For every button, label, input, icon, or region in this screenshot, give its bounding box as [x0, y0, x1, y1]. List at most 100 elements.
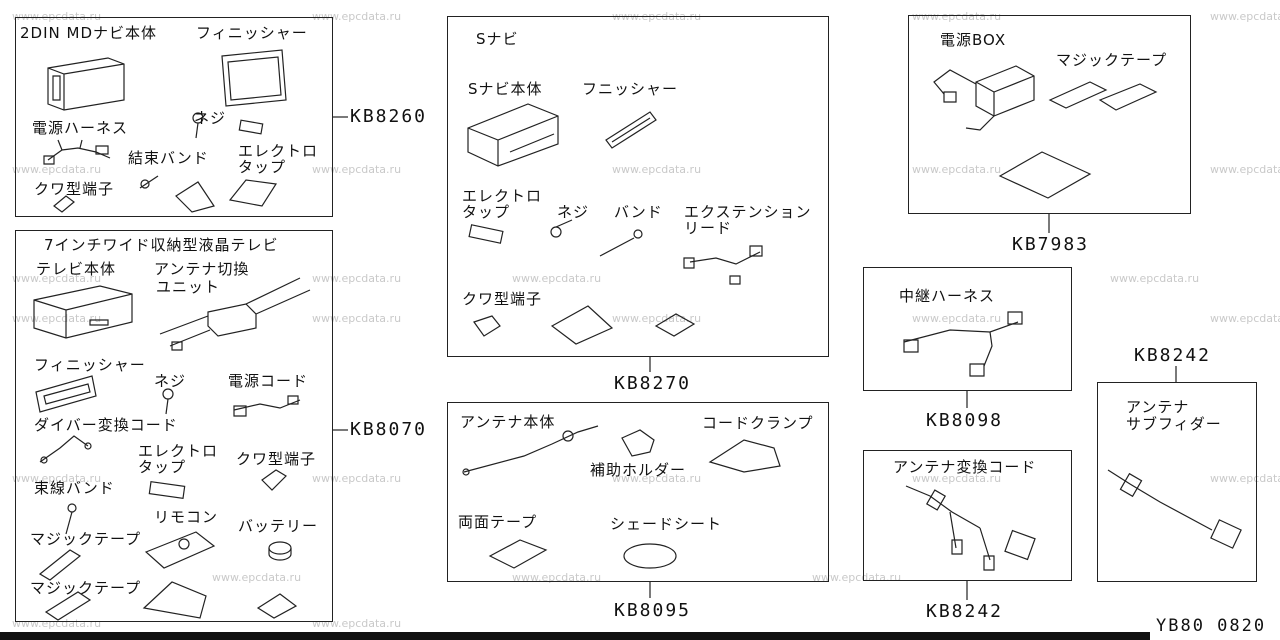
battery-drawing — [269, 542, 291, 560]
part-label: サブフィダー — [1126, 415, 1222, 433]
watermark: www.epcdata.ru — [312, 617, 402, 630]
part-label: エレクトロ — [238, 142, 319, 160]
part-number-kb8098: KB8098 — [926, 410, 1004, 431]
md-navi-unit-drawing — [48, 58, 124, 110]
group-box-kb7983 — [908, 15, 1191, 214]
group-box-kb8242a — [863, 450, 1072, 581]
part-label: ネジ — [154, 372, 187, 390]
wire-band-drawing — [66, 504, 76, 534]
power-box-sheet-drawing — [1000, 152, 1090, 198]
part-label: シェードシート — [610, 515, 723, 533]
aux-holder-drawing — [622, 430, 654, 456]
tv-screw-drawing — [163, 389, 173, 414]
watermark: www.epcdata.ru — [512, 272, 602, 285]
antenna-body-drawing — [463, 426, 598, 475]
tv-finisher-drawing — [36, 376, 96, 412]
group-box-kb8260 — [15, 17, 333, 217]
part-label: アンテナ切換 — [154, 260, 250, 278]
watermark: www.epcdata.ru — [1210, 472, 1280, 485]
group-title: 7インチワイド収納型液晶テレビ — [44, 236, 279, 254]
s-navi-unit-drawing — [468, 104, 558, 166]
finisher-drawing — [222, 50, 286, 106]
tv-spade-terminal-drawing — [262, 470, 286, 490]
part-label: リード — [684, 219, 733, 237]
watermark: www.epcdata.ru — [12, 10, 102, 23]
watermark: www.epcdata.ru — [312, 272, 402, 285]
tv-bag-drawing — [144, 582, 296, 618]
part-label: エレクトロ — [138, 442, 219, 460]
magic-tape-drawing — [40, 550, 90, 620]
part-number-kb8270: KB8270 — [614, 373, 692, 394]
s-navi-screw-drawing — [551, 220, 572, 237]
part-label: リモコン — [154, 508, 219, 526]
tv-tap-drawing — [149, 482, 184, 499]
tap-drawing — [239, 120, 262, 134]
part-label: テレビ本体 — [36, 260, 117, 278]
group-box-kb8070 — [15, 230, 333, 622]
bag-drawing — [176, 180, 276, 212]
group-box-kb8098 — [863, 267, 1072, 391]
s-navi-finisher-drawing — [606, 112, 656, 148]
part-label: アンテナ本体 — [460, 413, 556, 431]
group-box-kb8095 — [447, 402, 829, 582]
power-cord-drawing — [234, 396, 300, 416]
part-label: クワ型端子 — [236, 450, 317, 468]
watermark: www.epcdata.ru — [912, 163, 1002, 176]
watermark: www.epcdata.ru — [12, 272, 102, 285]
extension-lead-drawing — [684, 246, 762, 284]
group-box-kb8242b — [1097, 382, 1257, 582]
power-box-magic-tape-drawing — [1050, 82, 1156, 110]
s-navi-bag-drawing — [552, 306, 694, 344]
part-number-kb7983: KB7983 — [1012, 234, 1090, 255]
part-label: マジックテープ — [1056, 51, 1168, 69]
part-label: タップ — [238, 158, 287, 176]
part-label: 束線バンド — [34, 479, 115, 497]
part-label: 電源BOX — [940, 31, 1007, 49]
part-number-kb8095: KB8095 — [614, 600, 692, 621]
watermark: www.epcdata.ru — [12, 472, 102, 485]
cable-tie-drawing — [140, 176, 158, 188]
part-label: バッテリー — [238, 517, 319, 535]
watermark: www.epcdata.ru — [512, 571, 602, 584]
part-label: 両面テープ — [458, 513, 538, 531]
watermark: www.epcdata.ru — [912, 312, 1002, 325]
part-label: クワ型端子 — [34, 180, 115, 198]
part-label: 電源ハーネス — [32, 119, 129, 137]
part-label: コードクランプ — [702, 414, 814, 432]
watermark: www.epcdata.ru — [312, 10, 402, 23]
part-label: フィニッシャー — [34, 356, 146, 374]
part-label: バンド — [614, 203, 663, 221]
tv-unit-drawing — [34, 286, 132, 338]
watermark: www.epcdata.ru — [912, 10, 1002, 23]
part-label: 電源コード — [228, 372, 309, 390]
part-label: タップ — [138, 458, 187, 476]
watermark: www.epcdata.ru — [1210, 10, 1280, 23]
part-label: マジックテープ — [30, 579, 142, 597]
antenna-switch-unit-drawing — [160, 278, 310, 350]
part-number-kb8242: KB8242 — [926, 601, 1004, 622]
part-label: 補助ホルダー — [590, 461, 687, 479]
watermark: www.epcdata.ru — [1110, 272, 1200, 285]
part-label: フィニッシャー — [196, 24, 308, 42]
part-number-kb8242: KB8242 — [1134, 345, 1212, 366]
cord-clamp-drawing — [710, 440, 780, 472]
part-label: マジックテープ — [30, 530, 142, 548]
diversity-cord-drawing — [40, 436, 91, 463]
group-title: Sナビ — [476, 30, 519, 48]
part-label: ネジ — [557, 203, 590, 221]
part-number-kb8260: KB8260 — [350, 106, 428, 127]
watermark: www.epcdata.ru — [212, 571, 302, 584]
antenna-sub-feeder-drawing — [1108, 470, 1241, 548]
part-label: エレクトロ — [462, 187, 543, 205]
part-label: 2DIN MDナビ本体 — [20, 24, 157, 42]
bottom-bar — [0, 632, 1150, 640]
diagram-code: YB80 0820 — [1156, 616, 1267, 636]
power-harness-drawing — [44, 140, 110, 164]
watermark: www.epcdata.ru — [612, 163, 702, 176]
part-label: ダイバー変換コード — [34, 416, 178, 434]
part-label: ユニット — [156, 278, 221, 296]
screw-drawing — [193, 113, 203, 138]
spade-terminal-drawing — [54, 196, 74, 212]
part-label: ネジ — [194, 109, 227, 127]
